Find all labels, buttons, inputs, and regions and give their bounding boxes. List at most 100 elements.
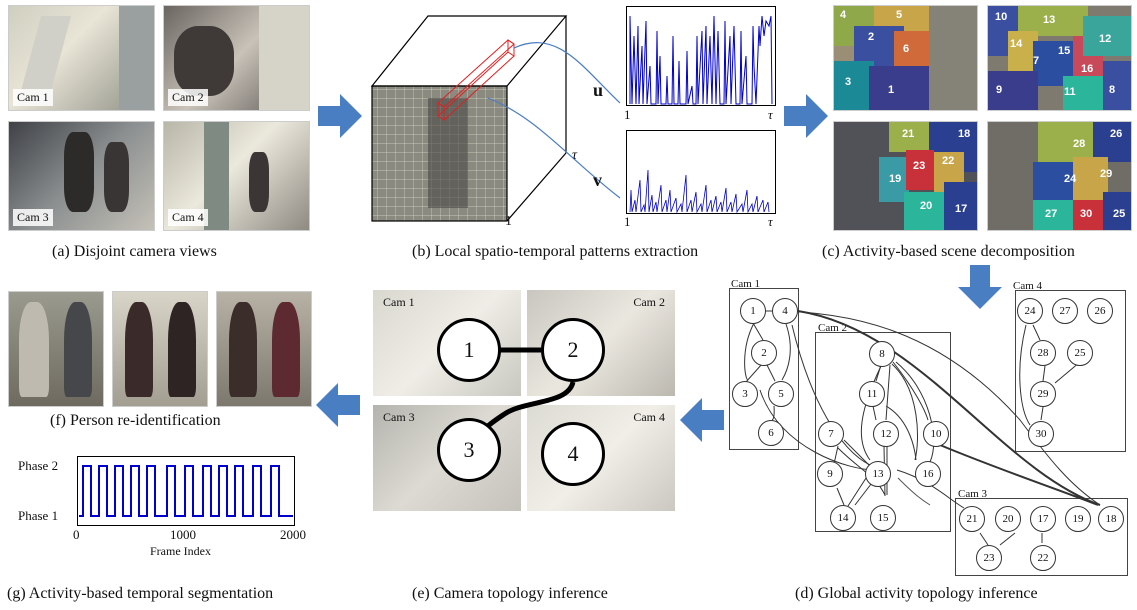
region-label: 10 (995, 11, 1008, 23)
graph-node: 7 (818, 421, 844, 447)
region-label: 19 (889, 173, 902, 185)
region-label: 22 (942, 155, 955, 167)
camera-node: 1 (437, 318, 501, 382)
graph-node: 30 (1028, 421, 1054, 447)
region-map-cam2 (987, 5, 1132, 111)
region-label: 28 (1073, 138, 1086, 150)
camera-node: 4 (541, 422, 605, 486)
graph-node: 22 (1030, 545, 1056, 571)
graph-node: 12 (873, 421, 899, 447)
x-tick: 0 (73, 527, 80, 542)
arrow-left-icon (680, 398, 724, 442)
caption-c: (c) Activity-based scene decomposition (822, 243, 1075, 260)
graph-node: 9 (817, 461, 843, 487)
graph-node: 6 (758, 420, 784, 446)
region-map-cam3 (833, 121, 978, 231)
person-shape (249, 152, 269, 212)
cam-label: Cam 1 (13, 89, 53, 106)
region-label: 16 (1081, 63, 1094, 75)
cam-box-label: Cam 4 (1013, 280, 1043, 292)
cam4-box (1015, 290, 1126, 452)
region-label: 29 (1100, 168, 1113, 180)
graph-node: 4 (772, 298, 798, 324)
camera-node: 2 (541, 318, 605, 382)
crowd-shape (174, 26, 234, 96)
cam3-box (955, 498, 1128, 576)
graph-node: 18 (1098, 506, 1124, 532)
cam-box-label: Cam 3 (958, 488, 988, 500)
graph-node: 10 (923, 421, 949, 447)
cam-label: Cam 4 (168, 209, 208, 226)
graph-node: 19 (1065, 506, 1091, 532)
region-map-cam4 (987, 121, 1132, 231)
caption-g: (g) Activity-based temporal segmentation (7, 585, 274, 602)
phase1-label: Phase 1 (18, 508, 59, 523)
camera-node: 3 (437, 418, 501, 482)
segmentation-plot (77, 456, 295, 526)
cam-label: Cam 4 (633, 410, 665, 424)
region-label: 21 (902, 128, 915, 140)
graph-node: 1 (740, 298, 766, 324)
phase2-label: Phase 2 (18, 458, 59, 473)
graph-node: 2 (751, 340, 777, 366)
region-label: 9 (996, 84, 1003, 96)
graph-node: 21 (959, 506, 985, 532)
region-label: 5 (896, 9, 903, 21)
region-label: 27 (1045, 208, 1058, 220)
region-label: 6 (903, 43, 910, 55)
u-label: u (593, 80, 604, 100)
graph-node: 17 (1030, 506, 1056, 532)
region-label: 30 (1080, 208, 1093, 220)
wall-shape (119, 6, 154, 110)
graph-node: 25 (1067, 340, 1093, 366)
graph-node: 24 (1017, 298, 1043, 324)
cam3-view: Cam 3 (8, 121, 155, 231)
u-signal-plot (626, 6, 776, 106)
wall-shape (204, 122, 229, 230)
u-end-tick: τ (768, 107, 773, 122)
graph-node: 11 (859, 381, 885, 407)
graph-node: 26 (1087, 298, 1113, 324)
graph-node: 16 (915, 461, 941, 487)
cam2-view: Cam 2 (163, 5, 310, 111)
cam-label: Cam 2 (168, 89, 208, 106)
region-label: 12 (1099, 33, 1112, 45)
spatiotemporal-cube (370, 15, 621, 222)
caption-b: (b) Local spatio-temporal patterns extra… (412, 243, 699, 260)
reid-pair-3 (216, 291, 312, 407)
cam1-box (729, 288, 799, 450)
cam1-view: Cam 1 (8, 5, 155, 111)
region-label: 7 (1033, 55, 1040, 67)
region-label: 1 (888, 84, 895, 96)
region-label: 25 (1113, 208, 1126, 220)
v-start-tick: 1 (624, 214, 631, 229)
graph-node: 14 (830, 505, 856, 531)
graph-node: 13 (865, 461, 891, 487)
cam-label: Cam 3 (383, 410, 415, 424)
region-label: 23 (913, 160, 926, 172)
x-tick: 2000 (280, 527, 306, 542)
graph-node: 28 (1030, 340, 1056, 366)
arrow-right-icon (318, 94, 362, 138)
caption-f: (f) Person re-identification (50, 412, 221, 429)
cube-one-label: 1 (505, 214, 512, 229)
cam-label: Cam 1 (383, 295, 415, 309)
reid-pair-2 (112, 291, 208, 407)
camera-topology-edges (478, 347, 576, 435)
cube-tau-label: τ (572, 148, 578, 163)
graph-node: 15 (870, 505, 896, 531)
graph-node: 20 (995, 506, 1021, 532)
region-label: 18 (958, 128, 971, 140)
region-label: 4 (840, 9, 847, 21)
graph-node: 8 (869, 341, 895, 367)
region-label: 11 (1064, 86, 1076, 98)
cam4-view: Cam 4 (163, 121, 310, 231)
region-label: 13 (1043, 14, 1056, 26)
u-start-tick: 1 (624, 107, 631, 122)
person-shape (64, 132, 94, 212)
region-label: 24 (1064, 173, 1077, 185)
x-axis-label: Frame Index (150, 544, 211, 558)
cam-label: Cam 3 (13, 209, 53, 226)
region-label: 8 (1109, 84, 1116, 96)
region-label: 20 (920, 200, 933, 212)
